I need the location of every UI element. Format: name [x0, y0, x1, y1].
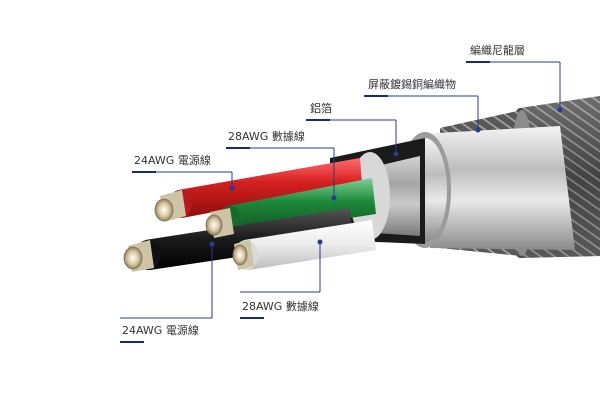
metal-sleeve	[399, 126, 575, 250]
callout-braid	[466, 61, 563, 113]
callout-dot	[393, 151, 399, 157]
callout-dot	[557, 107, 563, 113]
callout-dot	[475, 127, 481, 133]
callout-power-bottom	[120, 241, 215, 343]
callout-dot	[229, 185, 235, 191]
label-power-top: 24AWG 電源線	[134, 153, 211, 167]
callout-shield	[364, 95, 481, 133]
label-data-bottom: 28AWG 數據線	[242, 299, 319, 313]
label-foil: 鋁箔	[310, 101, 332, 115]
label-shield: 屏蔽鍍錫銅編織物	[368, 77, 456, 91]
callout-data-top	[226, 147, 337, 201]
callout-dot	[209, 241, 215, 247]
conductor-tips	[123, 190, 254, 272]
callout-power-top	[132, 171, 235, 191]
callout-foil	[306, 119, 399, 157]
label-power-bottom: 24AWG 電源線	[122, 323, 199, 337]
label-data-top: 28AWG 數據線	[228, 129, 305, 143]
callout-dot	[317, 239, 323, 245]
callout-dot	[331, 195, 337, 201]
callout-data-bottom	[240, 239, 323, 319]
label-braid: 編織尼龍層	[470, 43, 525, 57]
